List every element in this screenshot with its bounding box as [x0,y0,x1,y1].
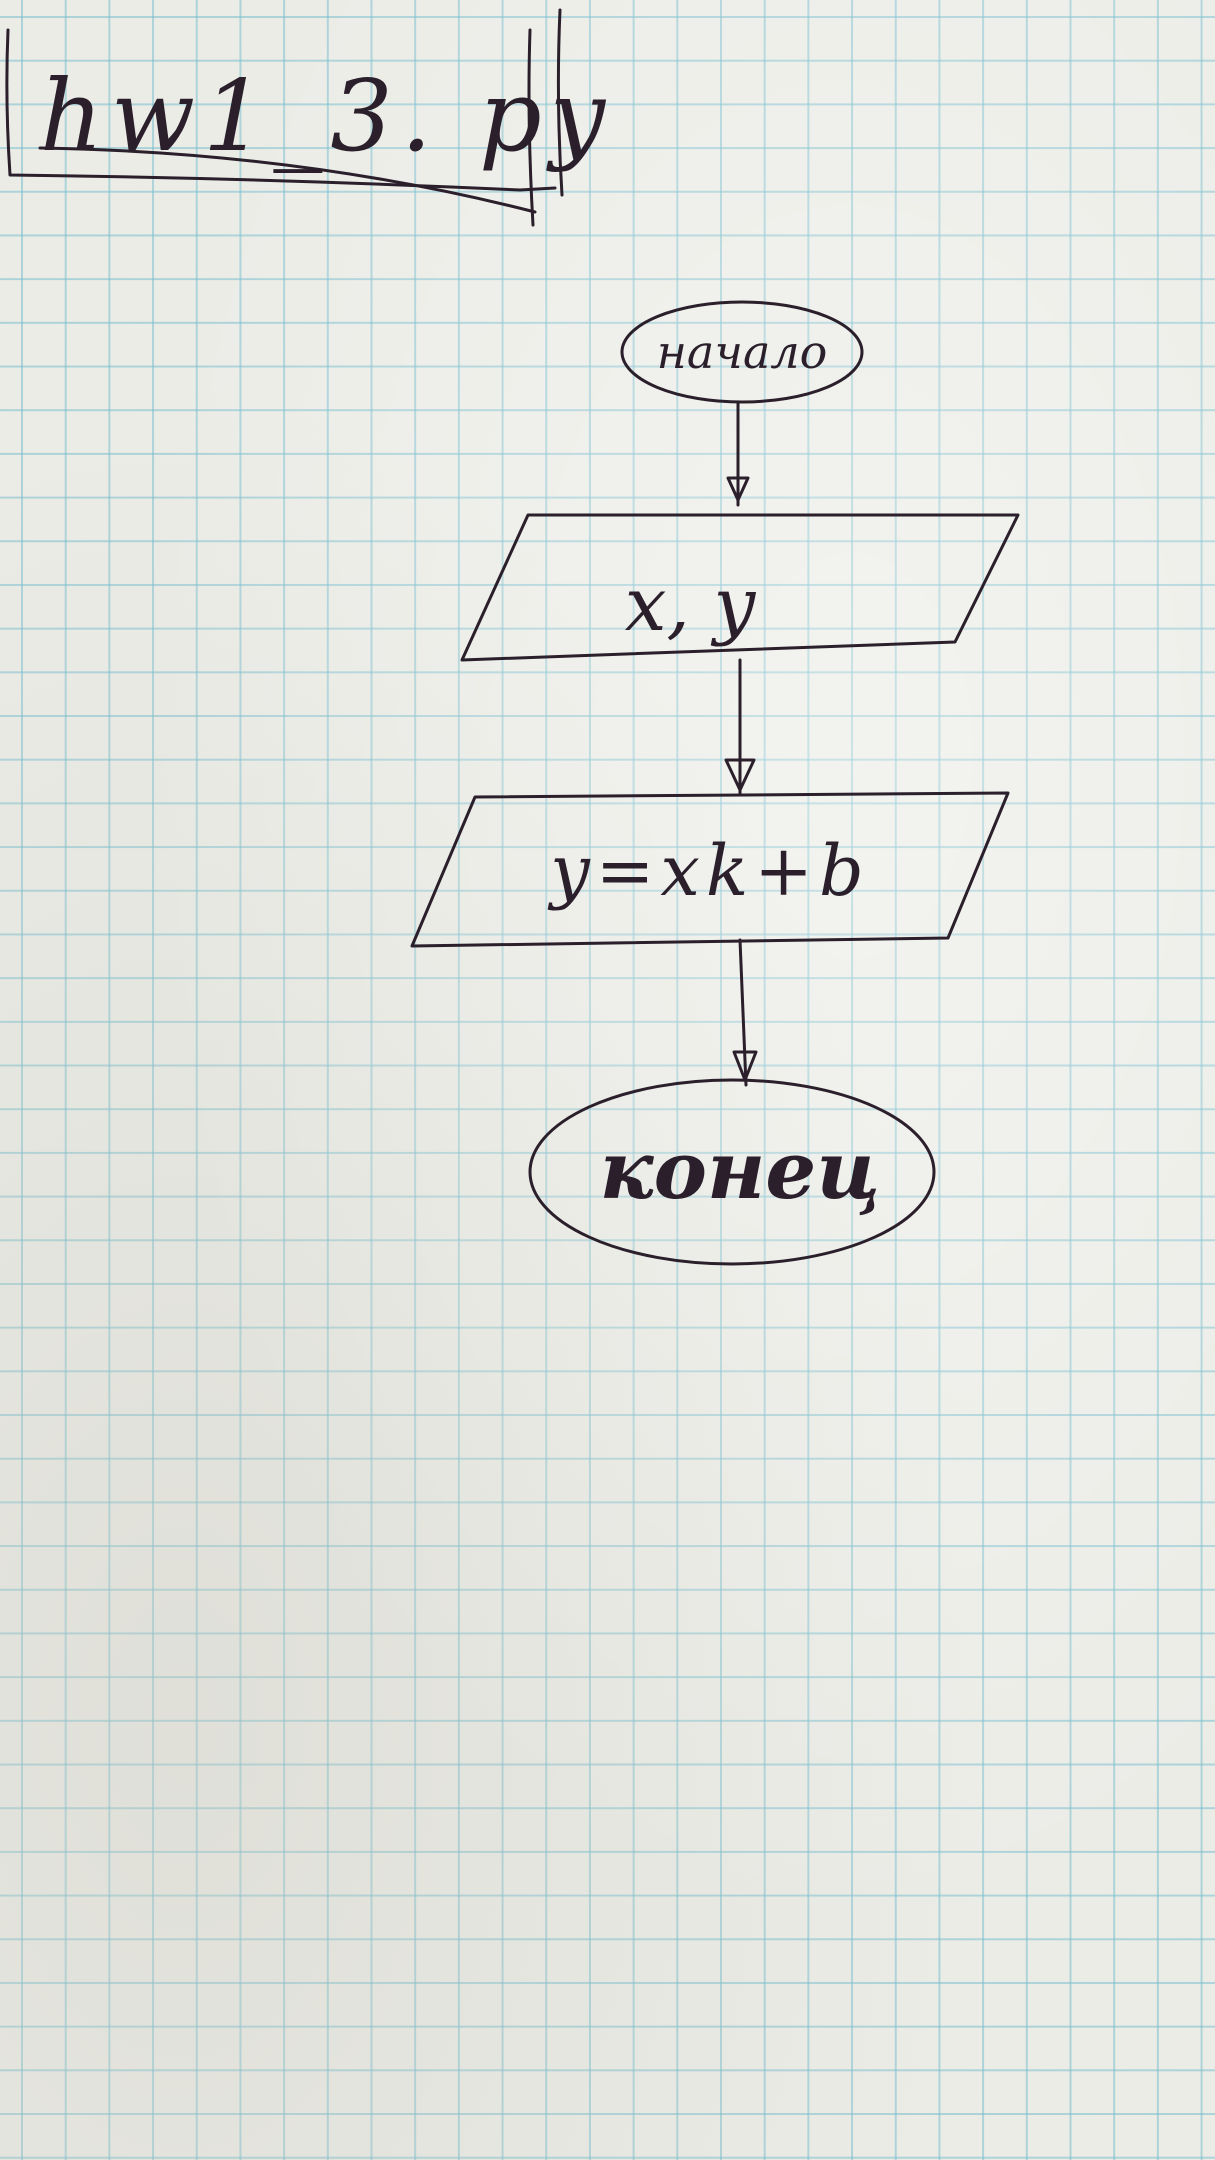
end-label: конец [600,1123,881,1217]
start-label: начало [657,325,828,379]
end-terminator: конец [528,1078,936,1266]
arrow-input-to-process [724,658,756,797]
process-label: y=xk+b [547,830,870,912]
arrow-start-to-input [726,400,750,507]
start-terminator: начало [620,300,864,404]
file-label-text: hw1_3. py [40,60,613,174]
process-block: y=xk+b [410,791,1010,948]
input-label: x, y [625,562,757,648]
arrow-process-to-end [732,938,758,1087]
file-label-box: hw1_3. py [5,8,613,227]
input-block: x, y [460,513,1020,662]
